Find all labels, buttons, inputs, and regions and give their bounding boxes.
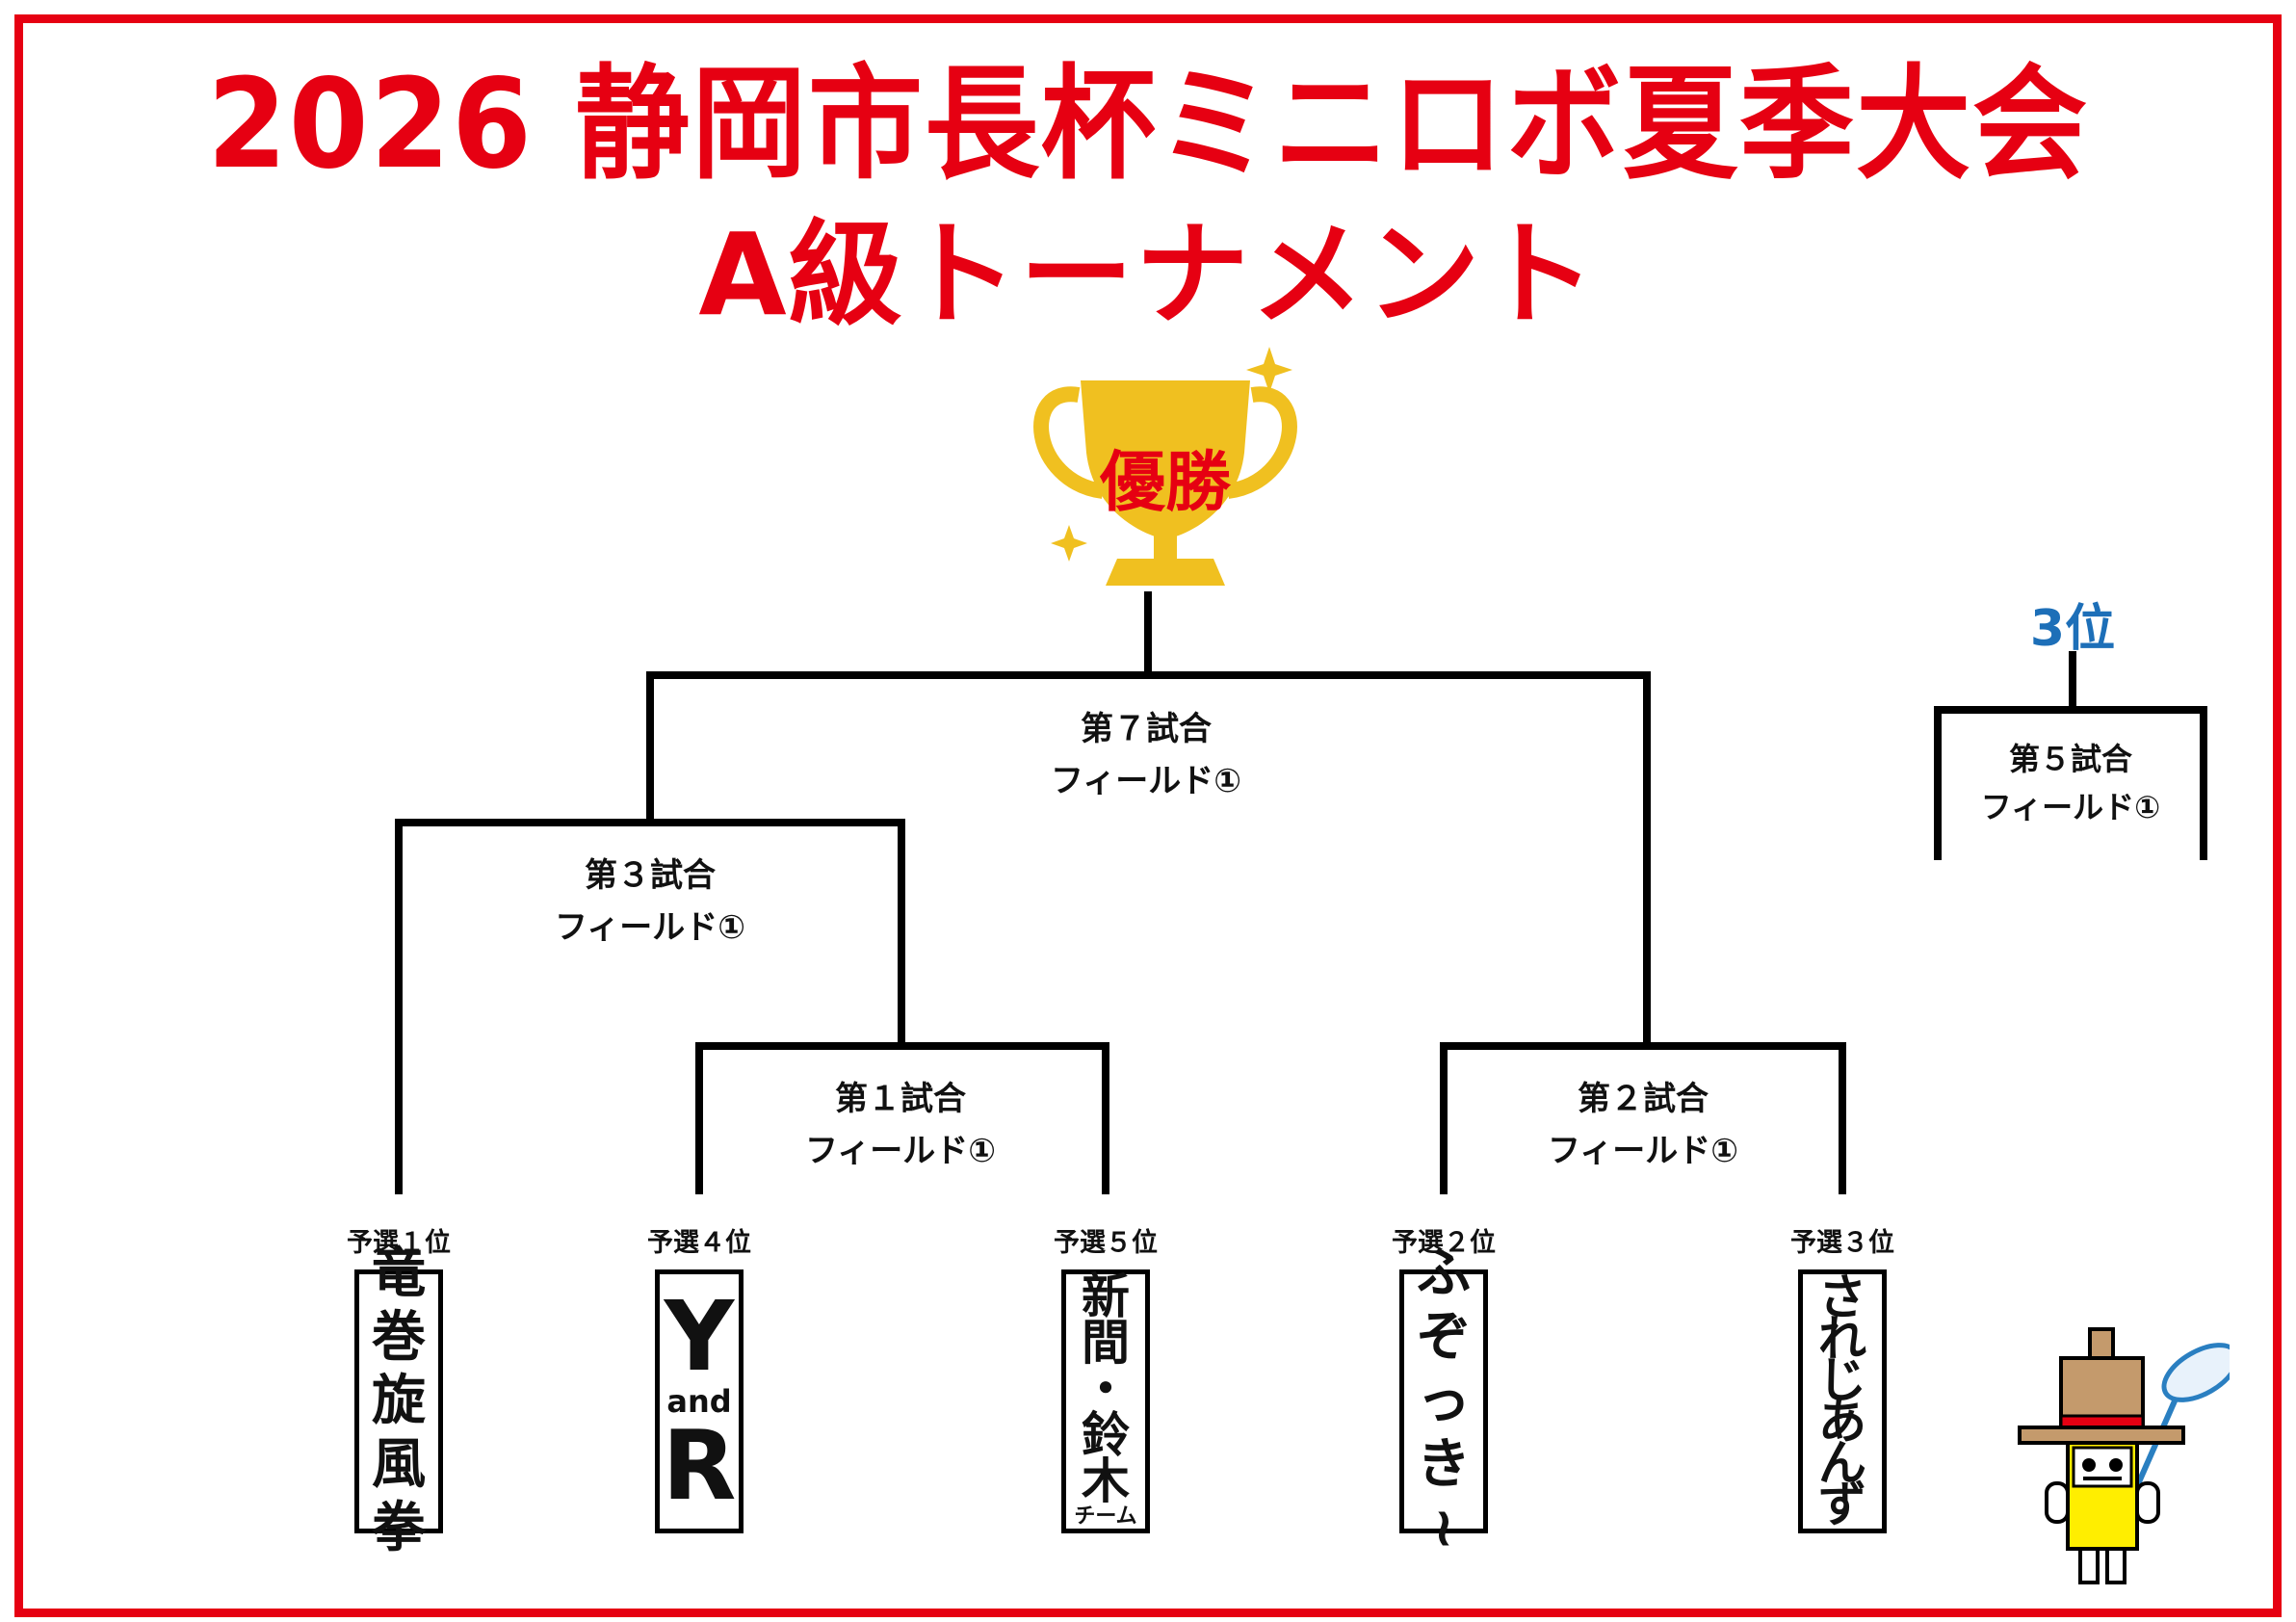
team-box-2: Y and R (655, 1269, 744, 1533)
team-name-char: 木 (1082, 1453, 1130, 1509)
seed-label: 予選５位 (1054, 1228, 1158, 1258)
trophy-base (1106, 559, 1225, 586)
team-name-char: 新 (1082, 1269, 1130, 1324)
bracket-line (1839, 1042, 1846, 1194)
bracket-line (395, 819, 905, 826)
title-line-1: 2026 静岡市長杯ミニロボ夏季大会 (207, 53, 2089, 196)
seed-label: 予選４位 (647, 1228, 751, 1258)
team-name-char: 竜 (372, 1243, 426, 1305)
seed-label: 予選２位 (1392, 1228, 1496, 1258)
match-7-label: 第７試合 フィールド① (1002, 703, 1291, 807)
team-name-char: ふ (1417, 1243, 1471, 1305)
mascot-arm (2045, 1481, 2070, 1524)
team-name-char: ん (1818, 1435, 1866, 1491)
mascot-eye (2082, 1458, 2096, 1472)
team-name-char: ぞ (1417, 1306, 1471, 1369)
trophy-icon (1033, 347, 1297, 586)
trophy-cup (1081, 380, 1250, 539)
net-hoop (2161, 1343, 2230, 1402)
team-name-char: じ (1818, 1352, 1866, 1408)
match-field: フィールド① (554, 908, 746, 947)
team-name-char: 旋 (372, 1370, 426, 1432)
team-name-char: っ (1417, 1370, 1471, 1432)
seed-label: 予選３位 (1790, 1228, 1894, 1258)
title-line-2: A級トーナメント (698, 208, 1598, 341)
match-field: フィールド① (1547, 1132, 1739, 1170)
third-place-label: 3位 (2029, 600, 2116, 658)
team-name-char: 巻 (372, 1306, 426, 1369)
trophy-label: 優勝 (1099, 445, 1231, 521)
team-name-char: 拳 (372, 1497, 426, 1559)
sparkle-icon (1246, 347, 1292, 393)
team-name-char: ・ (1082, 1361, 1130, 1417)
team-name-bottom: R (662, 1409, 737, 1522)
match-name: 第３試合 (585, 856, 716, 895)
bracket-line (2069, 651, 2076, 709)
hat-knob (2088, 1327, 2115, 1362)
team-name-char: 鈴 (1082, 1407, 1130, 1463)
bracket-line (395, 819, 403, 1194)
bracket-line (1440, 1042, 1448, 1194)
mascot-arm (2135, 1481, 2160, 1524)
match-field: フィールド① (1980, 789, 2161, 825)
team-box-1: 竜 巻 旋 風 拳 (354, 1243, 443, 1559)
team-name-char: き (1417, 1433, 1471, 1496)
mascot-leg (2078, 1547, 2100, 1584)
team-name-top: Y (664, 1280, 735, 1393)
match-field: フィールド① (804, 1132, 997, 1170)
mascot-leg (2105, 1547, 2126, 1584)
bracket-line (1102, 1042, 1109, 1194)
sparkle-icon (1051, 525, 1087, 562)
trophy-handle-right (1226, 386, 1297, 499)
team-name-char: 間 (1082, 1315, 1130, 1371)
match-2-label: 第２試合 フィールド① (1499, 1073, 1787, 1177)
match-name: 第１試合 (835, 1080, 966, 1118)
mascot-eye (2109, 1458, 2123, 1472)
bracket-line (1440, 1042, 1846, 1050)
team-name-suffix: チーム (1074, 1504, 1137, 1529)
mascot-illustration (2018, 1327, 2230, 1584)
bracket-line (1643, 671, 1651, 1047)
team-box-5: さ れ じ あ ん ず (1798, 1269, 1887, 1533)
hat-brim (2018, 1426, 2185, 1445)
hat-crown (2059, 1356, 2145, 1427)
trophy-handle-left (1033, 386, 1105, 499)
seed-label: 予選１位 (347, 1228, 451, 1258)
team-name-char: れ (1818, 1311, 1866, 1367)
match-3-label: 第３試合 フィールド① (506, 850, 795, 954)
bracket-line (695, 1042, 1109, 1050)
match-5-label: 第５試合 フィールド① (1936, 735, 2205, 831)
match-name: 第２試合 (1578, 1080, 1709, 1118)
team-name-middle: and (666, 1383, 732, 1420)
team-name-char: あ (1818, 1394, 1866, 1450)
trophy-stem (1154, 535, 1177, 559)
match-name: 第７試合 (1081, 710, 1212, 748)
bracket-line (1144, 591, 1152, 672)
bracket-line (2200, 706, 2207, 860)
team-box-3: 新 間 ・ 鈴 木 チーム (1061, 1269, 1150, 1533)
team-name-char: ず (1818, 1477, 1866, 1532)
bracket-line (695, 1042, 703, 1194)
bracket-line (898, 819, 905, 1046)
match-name: 第５試合 (2008, 741, 2132, 777)
bracket-line (1934, 706, 1942, 860)
team-name-char: ~ (1412, 1505, 1475, 1552)
bracket-line (646, 671, 1651, 679)
bracket-line (1934, 706, 2207, 714)
match-1-label: 第１試合 フィールド① (756, 1073, 1045, 1177)
team-box-4: ふ ぞ っ き ~ (1399, 1243, 1488, 1551)
team-name-char: さ (1818, 1269, 1866, 1325)
match-field: フィールド① (1050, 762, 1242, 800)
poster-frame (14, 14, 2282, 1617)
team-name-char: 風 (372, 1433, 426, 1496)
bracket-line (646, 671, 654, 821)
